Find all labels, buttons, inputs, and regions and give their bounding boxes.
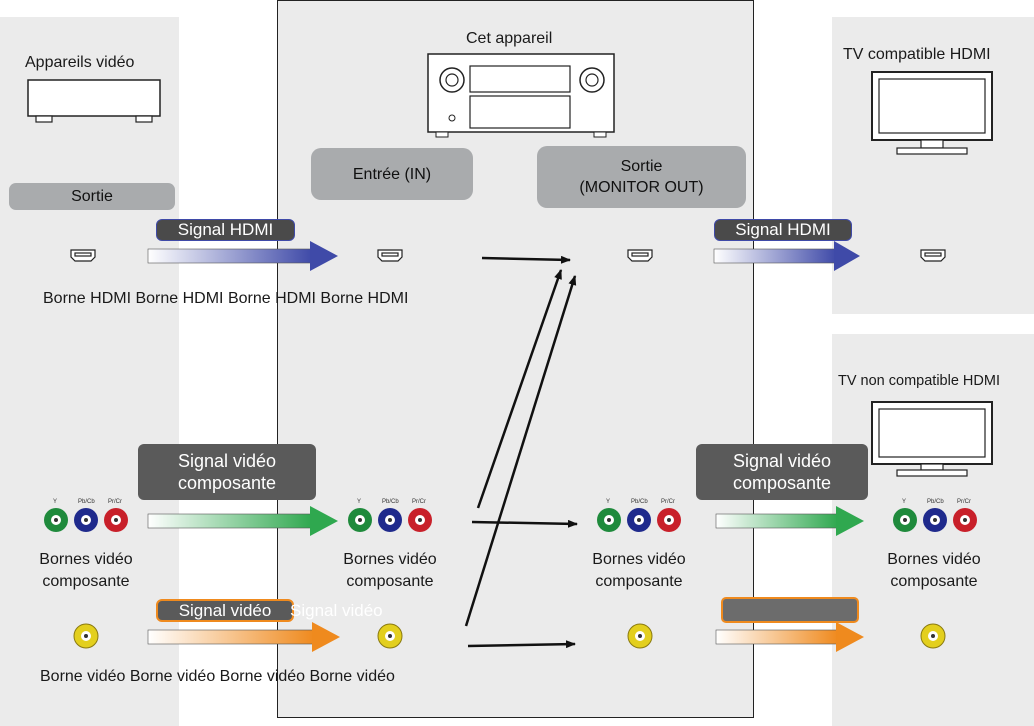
video-signal-tag-1: Signal vidéo [156, 599, 294, 622]
monitor-out-box: Sortie (MONITOR OUT) [537, 146, 746, 208]
tv-hdmi-icon [871, 71, 993, 155]
video-device-icon [27, 79, 161, 123]
component-label-4-line2: composante [890, 573, 978, 590]
routing-arrows [464, 255, 578, 649]
svg-text:Pr/Cr: Pr/Cr [957, 499, 971, 505]
component-label-1: Bornes vidéo composante [16, 549, 156, 593]
hdmi-arrow-2 [713, 241, 860, 271]
component-signal-1-line1: Signal vidéo [177, 451, 277, 471]
jack-tags: Y Pb/Cb Pr/Cr Y Pb/Cb Pr/Cr Y Pb/Cb Pr/C… [53, 499, 971, 505]
svg-text:Pr/Cr: Pr/Cr [108, 499, 122, 505]
component-signal-tag-2: Signal vidéo composante [696, 444, 868, 500]
component-label-4: Bornes vidéo composante [864, 549, 1004, 593]
hdmi-signal-tag-1: Signal HDMI [156, 219, 295, 241]
tv-hdmi-panel [832, 17, 1034, 314]
component-signal-1-line2: composante [177, 473, 277, 493]
svg-text:Pb/Cb: Pb/Cb [631, 499, 648, 505]
video-signal-tag-faded: Signal vidéo [290, 601, 383, 620]
hdmi-signal-tag-2: Signal HDMI [714, 219, 852, 241]
svg-text:Y: Y [902, 499, 906, 505]
svg-text:Pb/Cb: Pb/Cb [78, 499, 95, 505]
component-label-1-line1: Bornes vidéo [39, 551, 133, 568]
component-label-2: Bornes vidéo composante [320, 549, 460, 593]
svg-text:Y: Y [357, 499, 361, 505]
component-signal-tag-1: Signal vidéo composante [138, 444, 316, 500]
svg-text:Pb/Cb: Pb/Cb [382, 499, 399, 505]
video-arrow-2 [715, 622, 864, 652]
hdmi-port-icons [70, 249, 946, 262]
hdmi-arrow-1 [147, 241, 338, 271]
component-label-3-line1: Bornes vidéo [592, 551, 686, 568]
component-label-2-line1: Bornes vidéo [343, 551, 437, 568]
component-label-4-line1: Bornes vidéo [887, 551, 981, 568]
component-arrow-2 [715, 506, 864, 536]
svg-text:Pb/Cb: Pb/Cb [927, 499, 944, 505]
monitor-out-line2: (MONITOR OUT) [579, 179, 704, 196]
hdmi-row-label: Borne HDMI Borne HDMI Borne HDMI Borne H… [43, 290, 409, 307]
component-arrow-1 [147, 506, 338, 536]
component-label-1-line2: composante [42, 573, 130, 590]
svg-text:Y: Y [606, 499, 610, 505]
empty-signal-box [721, 597, 859, 623]
component-label-2-line2: composante [346, 573, 434, 590]
this-unit-title: Cet appareil [466, 30, 553, 47]
component-signal-2-line2: composante [732, 473, 832, 493]
tv-non-hdmi-icon [871, 401, 993, 477]
tv-non-hdmi-title: TV non compatible HDMI [838, 373, 1000, 389]
svg-text:Y: Y [53, 499, 57, 505]
source-device-title: Appareils vidéo [25, 54, 135, 71]
monitor-out-line1: Sortie [620, 158, 663, 175]
source-panel [0, 17, 179, 726]
av-receiver-icon [427, 53, 615, 138]
svg-text:Pr/Cr: Pr/Cr [412, 499, 426, 505]
entree-box: Entrée (IN) [311, 148, 473, 200]
video-jack-icons [73, 623, 946, 649]
svg-text:Pr/Cr: Pr/Cr [661, 499, 675, 505]
sortie-box: Sortie [9, 183, 175, 210]
component-jack-icons [44, 508, 977, 532]
component-label-3-line2: composante [595, 573, 683, 590]
component-signal-2-line1: Signal vidéo [732, 451, 832, 471]
tv-hdmi-title: TV compatible HDMI [843, 46, 991, 63]
video-row-label: Borne vidéo Borne vidéo Borne vidéo Born… [40, 668, 395, 685]
video-arrow-1 [147, 622, 340, 652]
component-label-3: Bornes vidéo composante [569, 549, 709, 593]
